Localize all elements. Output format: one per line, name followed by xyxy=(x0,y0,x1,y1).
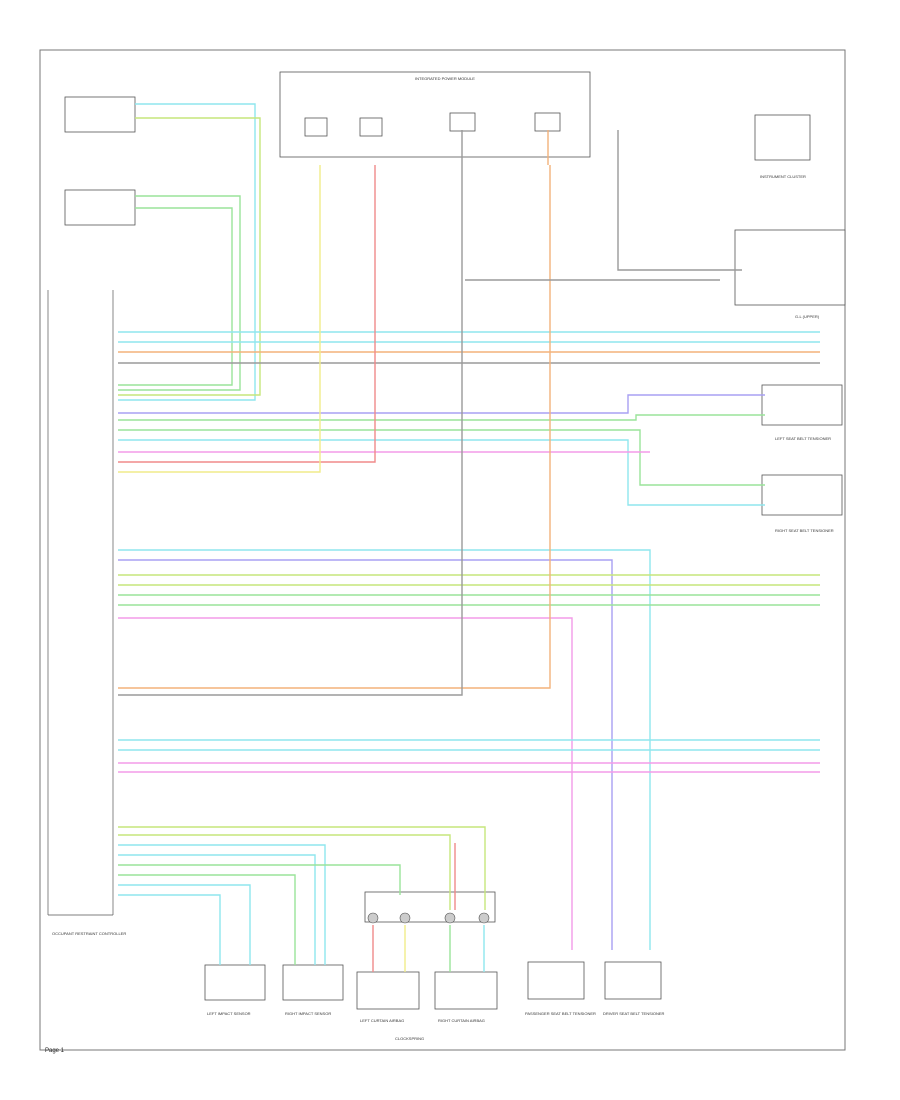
top-left-connector-2 xyxy=(64,189,136,226)
occupant-module-label: OCCUPANT RESTRAINT CONTROLLER xyxy=(52,931,126,936)
wire-row-cyan-3 xyxy=(118,439,765,506)
wire-cs-4 xyxy=(118,854,316,965)
fuse-3 xyxy=(449,112,476,132)
bottom-components: LEFT IMPACT SENSOR RIGHT IMPACT SENSOR L… xyxy=(204,891,665,1041)
top-left-connectors xyxy=(64,96,136,226)
diagram-frame xyxy=(39,49,846,1051)
wire-row-red xyxy=(118,165,376,463)
fuse-1 xyxy=(304,117,328,137)
left-impact-label: LEFT IMPACT SENSOR xyxy=(207,1011,251,1016)
wire-row-blue xyxy=(118,394,765,414)
wire-cs-2 xyxy=(118,834,451,910)
right-curtain-box xyxy=(434,971,498,1010)
wire-harness xyxy=(118,103,820,972)
wire-cs-6 xyxy=(118,874,296,965)
g-l-label: G-L (UPPER) xyxy=(795,314,820,319)
top-right-components: INSTRUMENT CLUSTER G-L (UPPER) xyxy=(734,114,846,319)
clockspring-pin-4 xyxy=(478,912,490,924)
clockspring-pin-1 xyxy=(367,912,379,924)
wire-mid-cyan xyxy=(118,549,651,950)
left-curtain-label: LEFT CURTAIN AIRBAG xyxy=(360,1018,404,1023)
wire-orange-long xyxy=(118,165,551,689)
seat-belt-tensioners: LEFT SEAT BELT TENSIONER RIGHT SEAT BELT… xyxy=(761,384,843,533)
fuse-block: INTEGRATED POWER MODULE xyxy=(279,71,591,158)
clockspring-label: CLOCKSPRING xyxy=(395,1036,424,1041)
driver-sensor-label: DRIVER SEAT BELT TENSIONER xyxy=(603,1011,665,1016)
inst-cluster-label: INSTRUMENT CLUSTER xyxy=(760,174,806,179)
wire-mid-blue xyxy=(118,559,613,950)
right-seat-label: RIGHT SEAT BELT TENSIONER xyxy=(775,528,834,533)
right-seat-box xyxy=(761,474,843,516)
driver-sensor-box xyxy=(604,961,662,1000)
left-impact-box xyxy=(204,964,266,1001)
left-seat-box xyxy=(761,384,843,426)
wire-row-green-2 xyxy=(118,429,765,486)
clockspring-pin-2 xyxy=(399,912,411,924)
clockspring-box xyxy=(364,891,496,923)
top-left-connector-1 xyxy=(64,96,136,133)
left-curtain-box xyxy=(356,971,420,1010)
wire-row-green-1 xyxy=(118,414,765,421)
wire-mid-pink xyxy=(118,617,573,950)
clockspring-pin-3 xyxy=(444,912,456,924)
wire-top-2 xyxy=(118,117,261,396)
wire-top-1 xyxy=(118,103,256,401)
fuse-4 xyxy=(534,112,561,132)
wire-right-gray-1 xyxy=(617,130,742,271)
right-curtain-label: RIGHT CURTAIN AIRBAG xyxy=(438,1018,485,1023)
fuse-block-label: INTEGRATED POWER MODULE xyxy=(415,76,475,81)
wire-gray-long xyxy=(118,165,463,696)
passenger-sensor-box xyxy=(527,961,585,1000)
right-impact-label: RIGHT IMPACT SENSOR xyxy=(285,1011,331,1016)
wire-row-yellow xyxy=(118,165,321,473)
page-number: Page 1 xyxy=(45,1048,65,1054)
wire-cs-8 xyxy=(118,894,221,965)
right-impact-box xyxy=(282,964,344,1001)
g-l-box xyxy=(734,229,846,306)
wire-cs-1 xyxy=(118,826,486,910)
wire-cs-7 xyxy=(118,884,251,965)
wire-cs-3 xyxy=(118,844,326,965)
left-seat-label: LEFT SEAT BELT TENSIONER xyxy=(775,436,831,441)
wire-top-4 xyxy=(118,207,233,386)
occupant-restraint-module: OCCUPANT RESTRAINT CONTROLLER xyxy=(47,290,126,936)
fuse-2 xyxy=(359,117,383,137)
wire-top-3 xyxy=(118,195,241,391)
passenger-sensor-label: PASSENGER SEAT BELT TENSIONER xyxy=(525,1011,596,1016)
wire-cs-5 xyxy=(118,864,401,895)
inst-cluster-box xyxy=(754,114,811,161)
module-pins xyxy=(367,912,490,924)
